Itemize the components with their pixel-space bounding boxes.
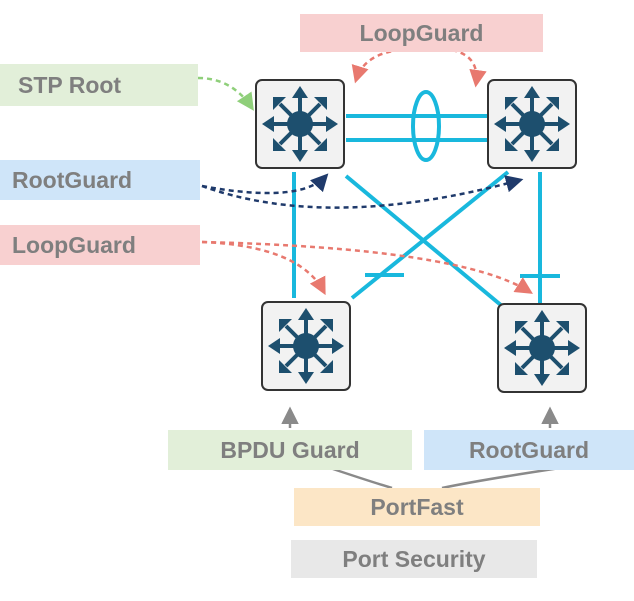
arrow-rootguard-to-root	[201, 173, 329, 195]
links	[292, 90, 560, 308]
rootguard-left-label: RootGuard	[0, 160, 200, 200]
arrow-stp-root	[197, 76, 254, 111]
switch-icon	[254, 78, 346, 170]
arrow-loopguard-to-br	[201, 240, 533, 294]
switch-icon	[260, 300, 352, 392]
arrow-rootguard-to-right	[201, 175, 524, 209]
switch-icon	[486, 78, 578, 170]
bpdu-guard-label: BPDU Guard	[168, 430, 412, 470]
arrow-loopguard-top-right	[451, 48, 487, 88]
stp-root-label: STP Root	[0, 64, 198, 106]
curve-portfast-right	[441, 466, 561, 490]
arrow-loopguard-top-left	[351, 48, 401, 84]
arrow-loopguard-to-bl	[201, 240, 326, 296]
port-security-label: Port Security	[291, 540, 537, 578]
rootguard-bottom-label: RootGuard	[424, 430, 634, 470]
loopguard-left-label: LoopGuard	[0, 225, 200, 265]
loopguard-top-label: LoopGuard	[300, 14, 543, 52]
portfast-label: PortFast	[294, 488, 540, 526]
port-channel-ellipse	[411, 90, 441, 162]
switch-icon	[496, 302, 588, 394]
link-cross-tr-bl	[350, 170, 510, 300]
curve-portfast-left	[329, 466, 393, 490]
